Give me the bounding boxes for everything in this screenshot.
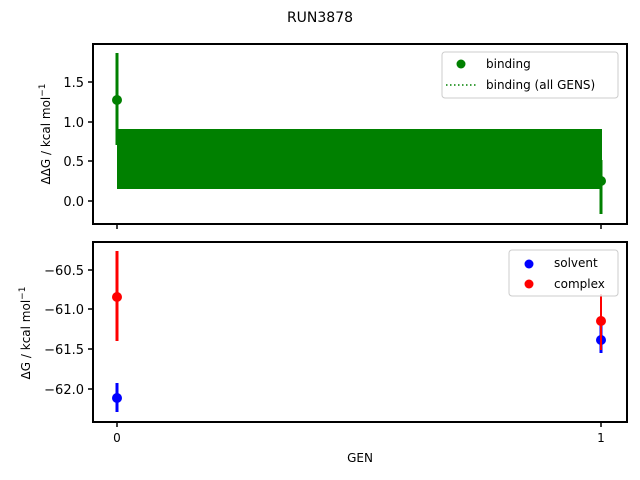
complex-point-gen1	[596, 316, 606, 326]
top-panel: 1.5 1.0 0.5 0.0 ΔΔG / kcal mol−1 binding…	[38, 43, 628, 229]
xtick-label-0: 0	[113, 431, 121, 445]
legend-label-binding: binding	[486, 57, 531, 71]
bottom-ytick-label: −62.0	[44, 383, 84, 398]
top-ytick-label: 0.5	[63, 155, 84, 170]
bottom-legend: solvent complex	[508, 249, 619, 297]
solvent-point-gen0	[112, 393, 122, 403]
xtick-label-1: 1	[597, 431, 605, 445]
complex-point-gen0	[112, 292, 122, 302]
bottom-axes-frame	[92, 241, 628, 423]
top-y-axis-label: ΔΔG / kcal mol−1	[38, 83, 53, 184]
x-axis-label: GEN	[347, 451, 373, 465]
legend-marker-complex	[524, 279, 534, 289]
bottom-panel: −60.5 −61.0 −61.5 −62.0 0 1 GEN ΔG / kca…	[18, 241, 628, 465]
top-axes-frame	[92, 43, 628, 225]
top-ytick-label: 1.0	[63, 116, 84, 131]
bottom-y-axis-label: ΔG / kcal mol−1	[18, 287, 33, 380]
top-legend: binding binding (all GENS)	[441, 51, 619, 99]
legend-label-complex: complex	[554, 277, 605, 291]
figure-title: RUN3878	[287, 10, 353, 26]
bottom-ytick-label: −61.0	[44, 303, 84, 318]
legend-label-solvent: solvent	[554, 256, 598, 270]
bottom-ytick-label: −61.5	[44, 343, 84, 358]
binding-all-gens-band	[117, 129, 602, 189]
top-ytick-label: 1.5	[63, 76, 84, 91]
binding-point-gen1	[596, 176, 606, 186]
bottom-ytick-label: −60.5	[44, 264, 84, 279]
legend-label-binding-all-gens: binding (all GENS)	[486, 78, 595, 92]
legend-marker-solvent	[524, 259, 534, 269]
binding-point-gen0	[112, 95, 122, 105]
top-ytick-label: 0.0	[63, 195, 84, 210]
legend-marker-binding	[456, 59, 466, 69]
